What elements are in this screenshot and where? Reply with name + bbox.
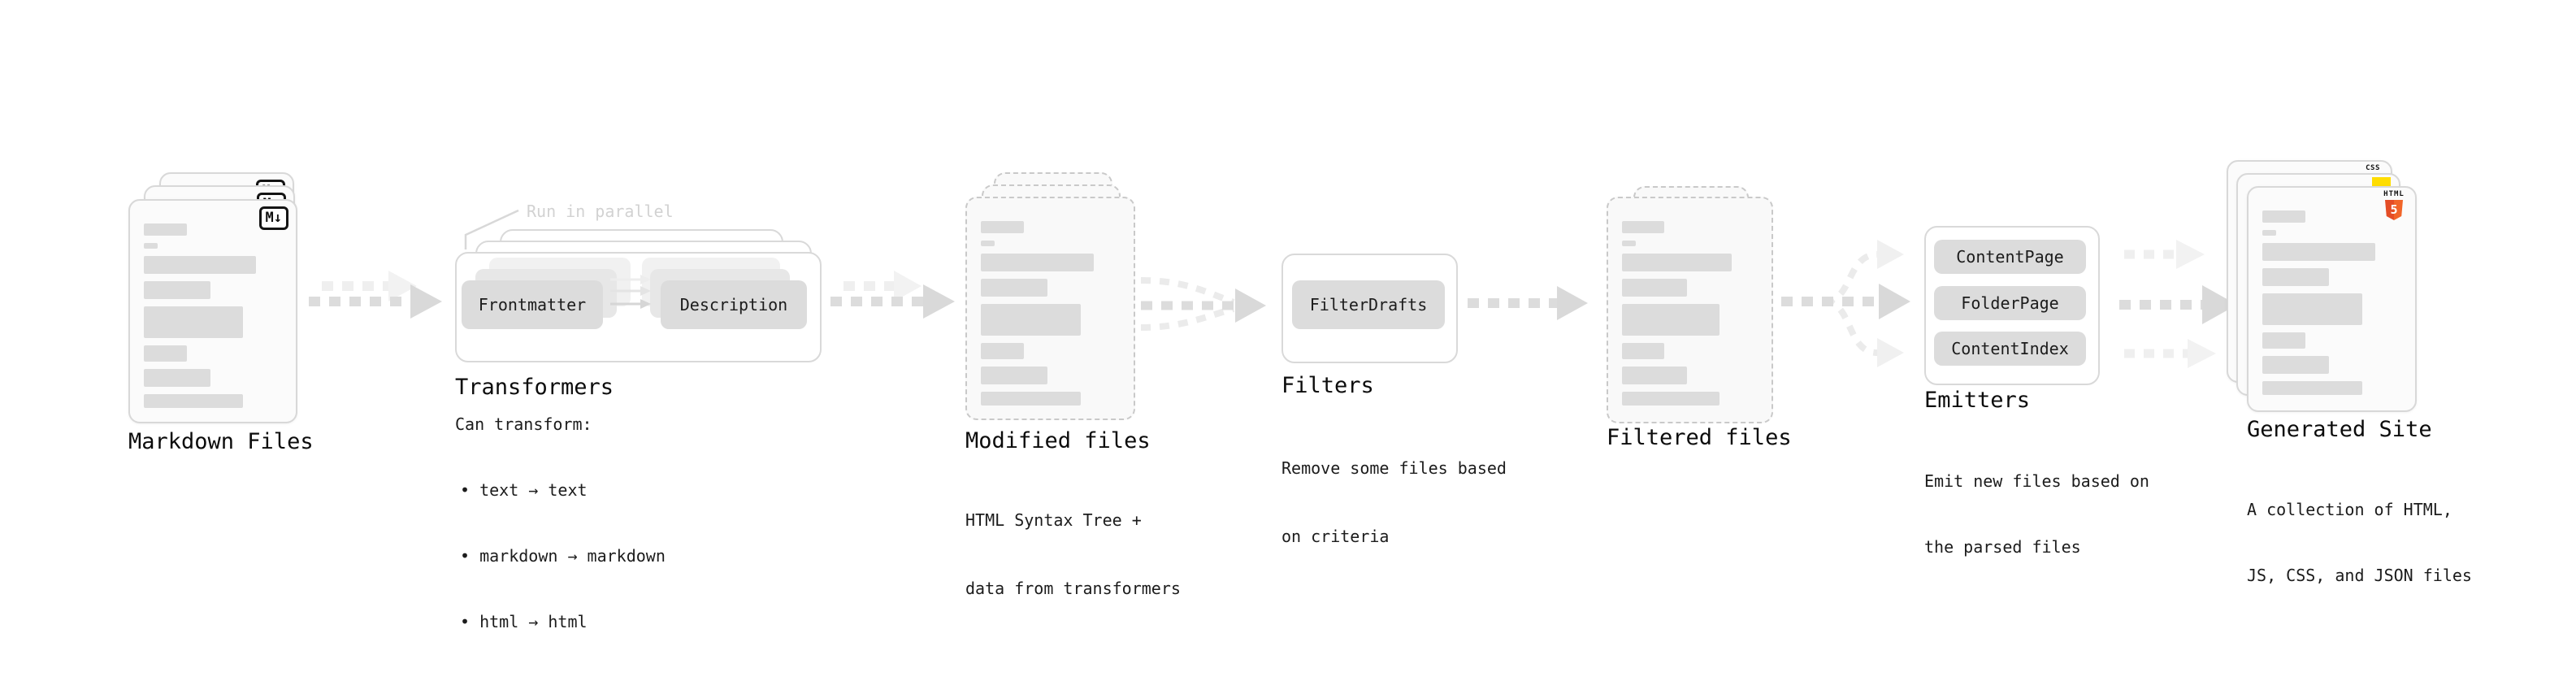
bullet-line: • text → text <box>460 480 588 500</box>
markdown-file-front: M↓ <box>128 199 297 423</box>
generated-site-label: Generated Site <box>2247 417 2432 442</box>
description-line: JS, CSS, and JSON files <box>2247 566 2472 585</box>
text-placeholder-bar <box>1622 392 1720 406</box>
bullet-line: • markdown → markdown <box>460 546 666 566</box>
text-placeholder-bar <box>1622 241 1636 246</box>
text-placeholder-bar <box>981 221 1024 233</box>
transformers-label: Transformers <box>455 375 614 400</box>
text-placeholder-bar <box>144 281 210 299</box>
text-placeholder-bar <box>1622 304 1720 336</box>
arrow-emitters-to-generated <box>2119 240 2237 368</box>
transformers-desc-title: Can transform: <box>455 414 592 434</box>
text-placeholder-bar <box>1622 221 1664 233</box>
html5-icon: HTML 5 <box>2383 191 2405 220</box>
filtered-file-front <box>1607 197 1773 423</box>
transformer-pill-description: Description <box>661 280 807 329</box>
description-line: on criteria <box>1281 527 1390 546</box>
text-placeholder-bar <box>144 306 244 338</box>
transformer-pill-frontmatter: Frontmatter <box>462 280 603 329</box>
text-placeholder-bar <box>981 392 1082 406</box>
document-content-placeholder <box>144 223 282 408</box>
filter-pill-filterdrafts: FilterDrafts <box>1292 280 1445 329</box>
text-placeholder-bar <box>2262 356 2330 374</box>
description-line: HTML Syntax Tree + <box>965 510 1142 530</box>
html5-icon-shield: 5 <box>2385 200 2403 220</box>
text-placeholder-bar <box>144 256 256 274</box>
text-placeholder-bar <box>2262 332 2305 349</box>
generated-site-desc: A collection of HTML, JS, CSS, and JSON … <box>2247 455 2472 631</box>
bullet-line: • html → html <box>460 612 588 631</box>
text-placeholder-bar <box>144 345 187 362</box>
markdown-icon: M↓ <box>258 206 288 230</box>
text-placeholder-bar <box>1622 254 1733 271</box>
text-placeholder-bar <box>2262 268 2330 286</box>
arrow-transformers-to-modified <box>830 271 955 319</box>
arrow-markdown-to-transformers <box>309 271 442 319</box>
text-placeholder-bar <box>981 254 1094 271</box>
emitters-desc: Emit new files based on the parsed files <box>1924 427 2149 602</box>
description-line: data from transformers <box>965 579 1181 598</box>
modified-files-label: Modified files <box>965 428 1151 453</box>
markdown-files-label: Markdown Files <box>128 429 314 454</box>
text-placeholder-bar <box>144 394 244 408</box>
document-content-placeholder <box>981 221 1120 406</box>
text-placeholder-bar <box>981 304 1082 336</box>
text-placeholder-bar <box>144 369 210 387</box>
filters-label: Filters <box>1281 373 1374 398</box>
filtered-files-label: Filtered files <box>1607 425 1792 450</box>
description-line: Emit new files based on <box>1924 471 2149 491</box>
description-line: Remove some files based <box>1281 458 1507 478</box>
emitters-label: Emitters <box>1924 388 2031 413</box>
html5-icon-number: 5 <box>2390 202 2398 217</box>
text-placeholder-bar <box>2262 230 2277 236</box>
text-placeholder-bar <box>2262 210 2305 223</box>
text-placeholder-bar <box>2262 293 2363 325</box>
run-in-parallel-note: Run in parallel <box>527 202 674 221</box>
modified-files-desc: HTML Syntax Tree + data from transformer… <box>965 463 1181 645</box>
arrow-filters-to-filtered <box>1468 286 1588 320</box>
text-placeholder-bar <box>144 243 158 249</box>
document-content-placeholder <box>1622 221 1758 406</box>
text-placeholder-bar <box>1622 343 1664 359</box>
document-content-placeholder <box>2262 210 2401 395</box>
description-line: A collection of HTML, <box>2247 500 2452 519</box>
html5-icon-text: HTML <box>2383 190 2405 198</box>
text-placeholder-bar <box>144 223 187 236</box>
css-icon-text: CSS <box>2366 164 2380 172</box>
text-placeholder-bar <box>981 343 1024 359</box>
text-placeholder-bar <box>2262 243 2375 261</box>
generated-file-html: HTML 5 <box>2247 186 2417 412</box>
text-placeholder-bar <box>2262 381 2363 395</box>
text-placeholder-bar <box>981 241 995 246</box>
emitter-pill-contentpage: ContentPage <box>1934 240 2086 274</box>
arrow-modified-to-filters <box>1140 277 1266 331</box>
text-placeholder-bar <box>1622 279 1688 297</box>
modified-file-front <box>965 197 1135 420</box>
text-placeholder-bar <box>981 367 1048 384</box>
description-line: the parsed files <box>1924 537 2081 557</box>
emitter-pill-contentindex: ContentIndex <box>1934 332 2086 366</box>
filters-desc: Remove some files based on criteria <box>1281 411 1507 593</box>
emitter-pill-folderpage: FolderPage <box>1934 286 2086 320</box>
transformers-bullets: • text → text • markdown → markdown • ht… <box>460 436 666 677</box>
arrow-filtered-to-emitters <box>1781 240 1910 367</box>
text-placeholder-bar <box>981 279 1048 297</box>
text-placeholder-bar <box>1622 367 1688 384</box>
